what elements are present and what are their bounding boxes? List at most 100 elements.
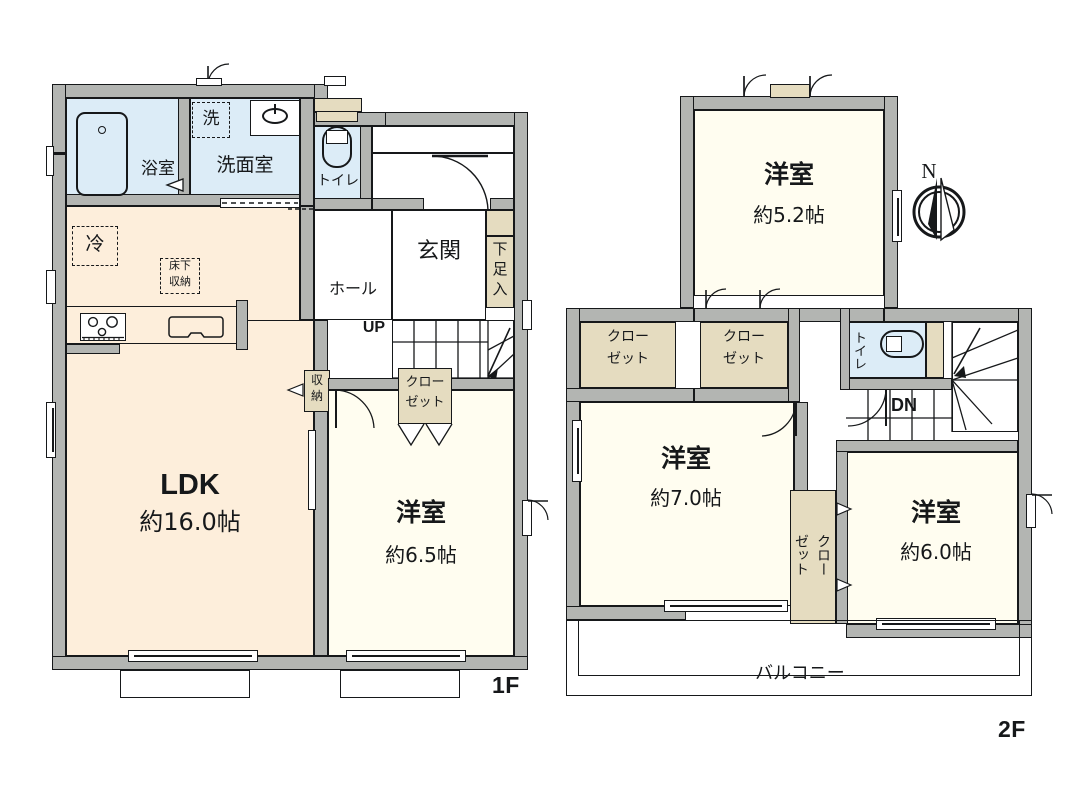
- window-ldk-bottom-line: [134, 655, 252, 657]
- closet-2f-a: [580, 322, 676, 388]
- stove-cooktop: [80, 313, 126, 341]
- room-area-ldk: 約16.0帖: [139, 508, 241, 536]
- toilet-2f-door: [847, 389, 888, 428]
- bedroom-2f-north-balconette: [770, 84, 810, 98]
- room-label-hall: ホール: [328, 279, 377, 298]
- stairs-down-label: DN: [891, 395, 917, 415]
- wall-entrance-top2: [490, 198, 514, 210]
- closet-2f-a-l1: クロー: [607, 329, 649, 345]
- under-floor-storage-l1: 床下: [169, 259, 191, 272]
- front-door-swing: [431, 154, 490, 211]
- room-area-bedroom-1f: 約6.5帖: [385, 543, 457, 567]
- window-bedroom-bottom-line: [352, 655, 460, 657]
- fridge-label: 冷: [85, 233, 105, 255]
- balcony-inner: [578, 620, 1020, 676]
- entrance-shelf-line: [372, 152, 514, 154]
- window-right-upper: [522, 300, 532, 330]
- storage-small-l2: 納: [310, 389, 323, 403]
- window-2f-west-left-line: [577, 428, 579, 474]
- room-label-bedroom-2f-east: 洋室: [910, 498, 961, 527]
- toilet-2f-tank: [886, 336, 902, 352]
- wall-2f-main-right: [1018, 308, 1032, 638]
- room-entrance: [392, 210, 486, 320]
- closet-2f-tall-arrow-b: [836, 578, 853, 592]
- room-bedroom-1f: [328, 390, 514, 656]
- north-compass: [906, 168, 972, 242]
- room-bedroom-2f-east: [846, 452, 1018, 624]
- closet-2f-tall: [790, 490, 836, 624]
- stairs-up-label: UP: [362, 319, 386, 336]
- compass-label: N: [921, 159, 937, 183]
- wall-wet-right: [300, 98, 314, 206]
- wall-1f-top-right: [372, 112, 528, 126]
- wall-toilet-2f-left: [840, 308, 850, 390]
- shoe-box: [486, 236, 514, 308]
- window-top-bath: [196, 78, 222, 86]
- vanity-tap: [274, 104, 276, 114]
- fridge-slot: [72, 226, 118, 266]
- wall-2f-main-top-left: [566, 308, 694, 322]
- balcony-label: バルコニー: [755, 663, 845, 684]
- room-label-ldk: LDK: [160, 469, 220, 501]
- wall-2f-east-top: [836, 440, 1018, 452]
- window-2f-east-swing: [1031, 493, 1054, 516]
- closet-2f-b: [700, 322, 788, 388]
- entrance-upper-void: [372, 126, 514, 210]
- washroom-door: [288, 206, 314, 212]
- closet-2f-b-door-b: [758, 288, 782, 310]
- room-label-washroom: 洗面室: [216, 154, 274, 176]
- window-ldk-left-2: [46, 270, 56, 304]
- stove-burners: [80, 313, 126, 341]
- room-label-entrance: 玄関: [416, 239, 461, 264]
- room-label-bedroom-2f-north: 洋室: [763, 160, 814, 189]
- bathtub-drain: [98, 126, 106, 134]
- terrace-bedroom: [340, 670, 460, 698]
- window-2f-east-bottom-line: [882, 623, 990, 625]
- shoe-box-label-3: 入: [492, 280, 508, 298]
- toilet-2f-cabinet: [926, 322, 944, 378]
- closet-2f-tall-l2: ゼット: [793, 534, 809, 576]
- window-top-toilet: [324, 76, 346, 86]
- shoe-box-label-1: 下: [492, 240, 508, 258]
- closet-1f-doors: [397, 423, 453, 447]
- washer-slot: [192, 102, 230, 138]
- window-bedroom-right: [522, 500, 532, 536]
- window-2f-west-bottom-line: [670, 605, 782, 607]
- terrace-ldk: [120, 670, 250, 698]
- wall-kitchen-under: [66, 344, 120, 354]
- room-label-toilet-1f: トイレ: [317, 173, 359, 189]
- stairs-2f-treads: [951, 322, 1019, 432]
- wall-entrance-top: [372, 198, 424, 210]
- wall-2f-main-bottom-l: [566, 606, 686, 620]
- bedroom-2f-west-door: [760, 401, 798, 440]
- window-2f-east-right: [1026, 494, 1036, 528]
- room-label-toilet-2f: トイレ: [851, 330, 866, 370]
- wall-1f-top-left: [52, 84, 328, 98]
- closet-1f: [398, 368, 452, 424]
- room-ldk-ext: [66, 320, 314, 656]
- room-label-bath: 浴室: [141, 159, 175, 179]
- washer-label: 洗: [202, 109, 220, 129]
- wall-closet-2f-b-right: [788, 308, 800, 402]
- wall-closet-2f-b-bottom: [694, 388, 794, 402]
- room-area-bedroom-2f-north: 約5.2帖: [753, 203, 825, 227]
- wall-closet-2f-a-bottom: [566, 388, 694, 402]
- closet-1f-l1: クロー: [405, 375, 445, 390]
- bedroom-1f-door: [335, 389, 376, 430]
- window-kitchen-dash: [222, 200, 298, 206]
- window-2f-north-right-line: [897, 198, 899, 236]
- bath-window: [52, 152, 66, 155]
- entry-canopy: [314, 98, 362, 112]
- wall-2f-north-top: [680, 96, 898, 110]
- window-ldk-left-1-line: [52, 408, 54, 452]
- bath-window-frame: [46, 146, 54, 176]
- storage-small-l1: 収: [310, 373, 323, 387]
- room-hall: [314, 210, 392, 320]
- shoe-box-upper: [486, 210, 514, 236]
- closet-2f-b-l2: ゼット: [723, 351, 765, 367]
- wall-1f-left: [52, 84, 66, 670]
- room-area-bedroom-2f-west: 約7.0帖: [650, 486, 722, 510]
- storage-small-arrow: [286, 383, 304, 397]
- closet-1f-l2: ゼット: [405, 395, 445, 410]
